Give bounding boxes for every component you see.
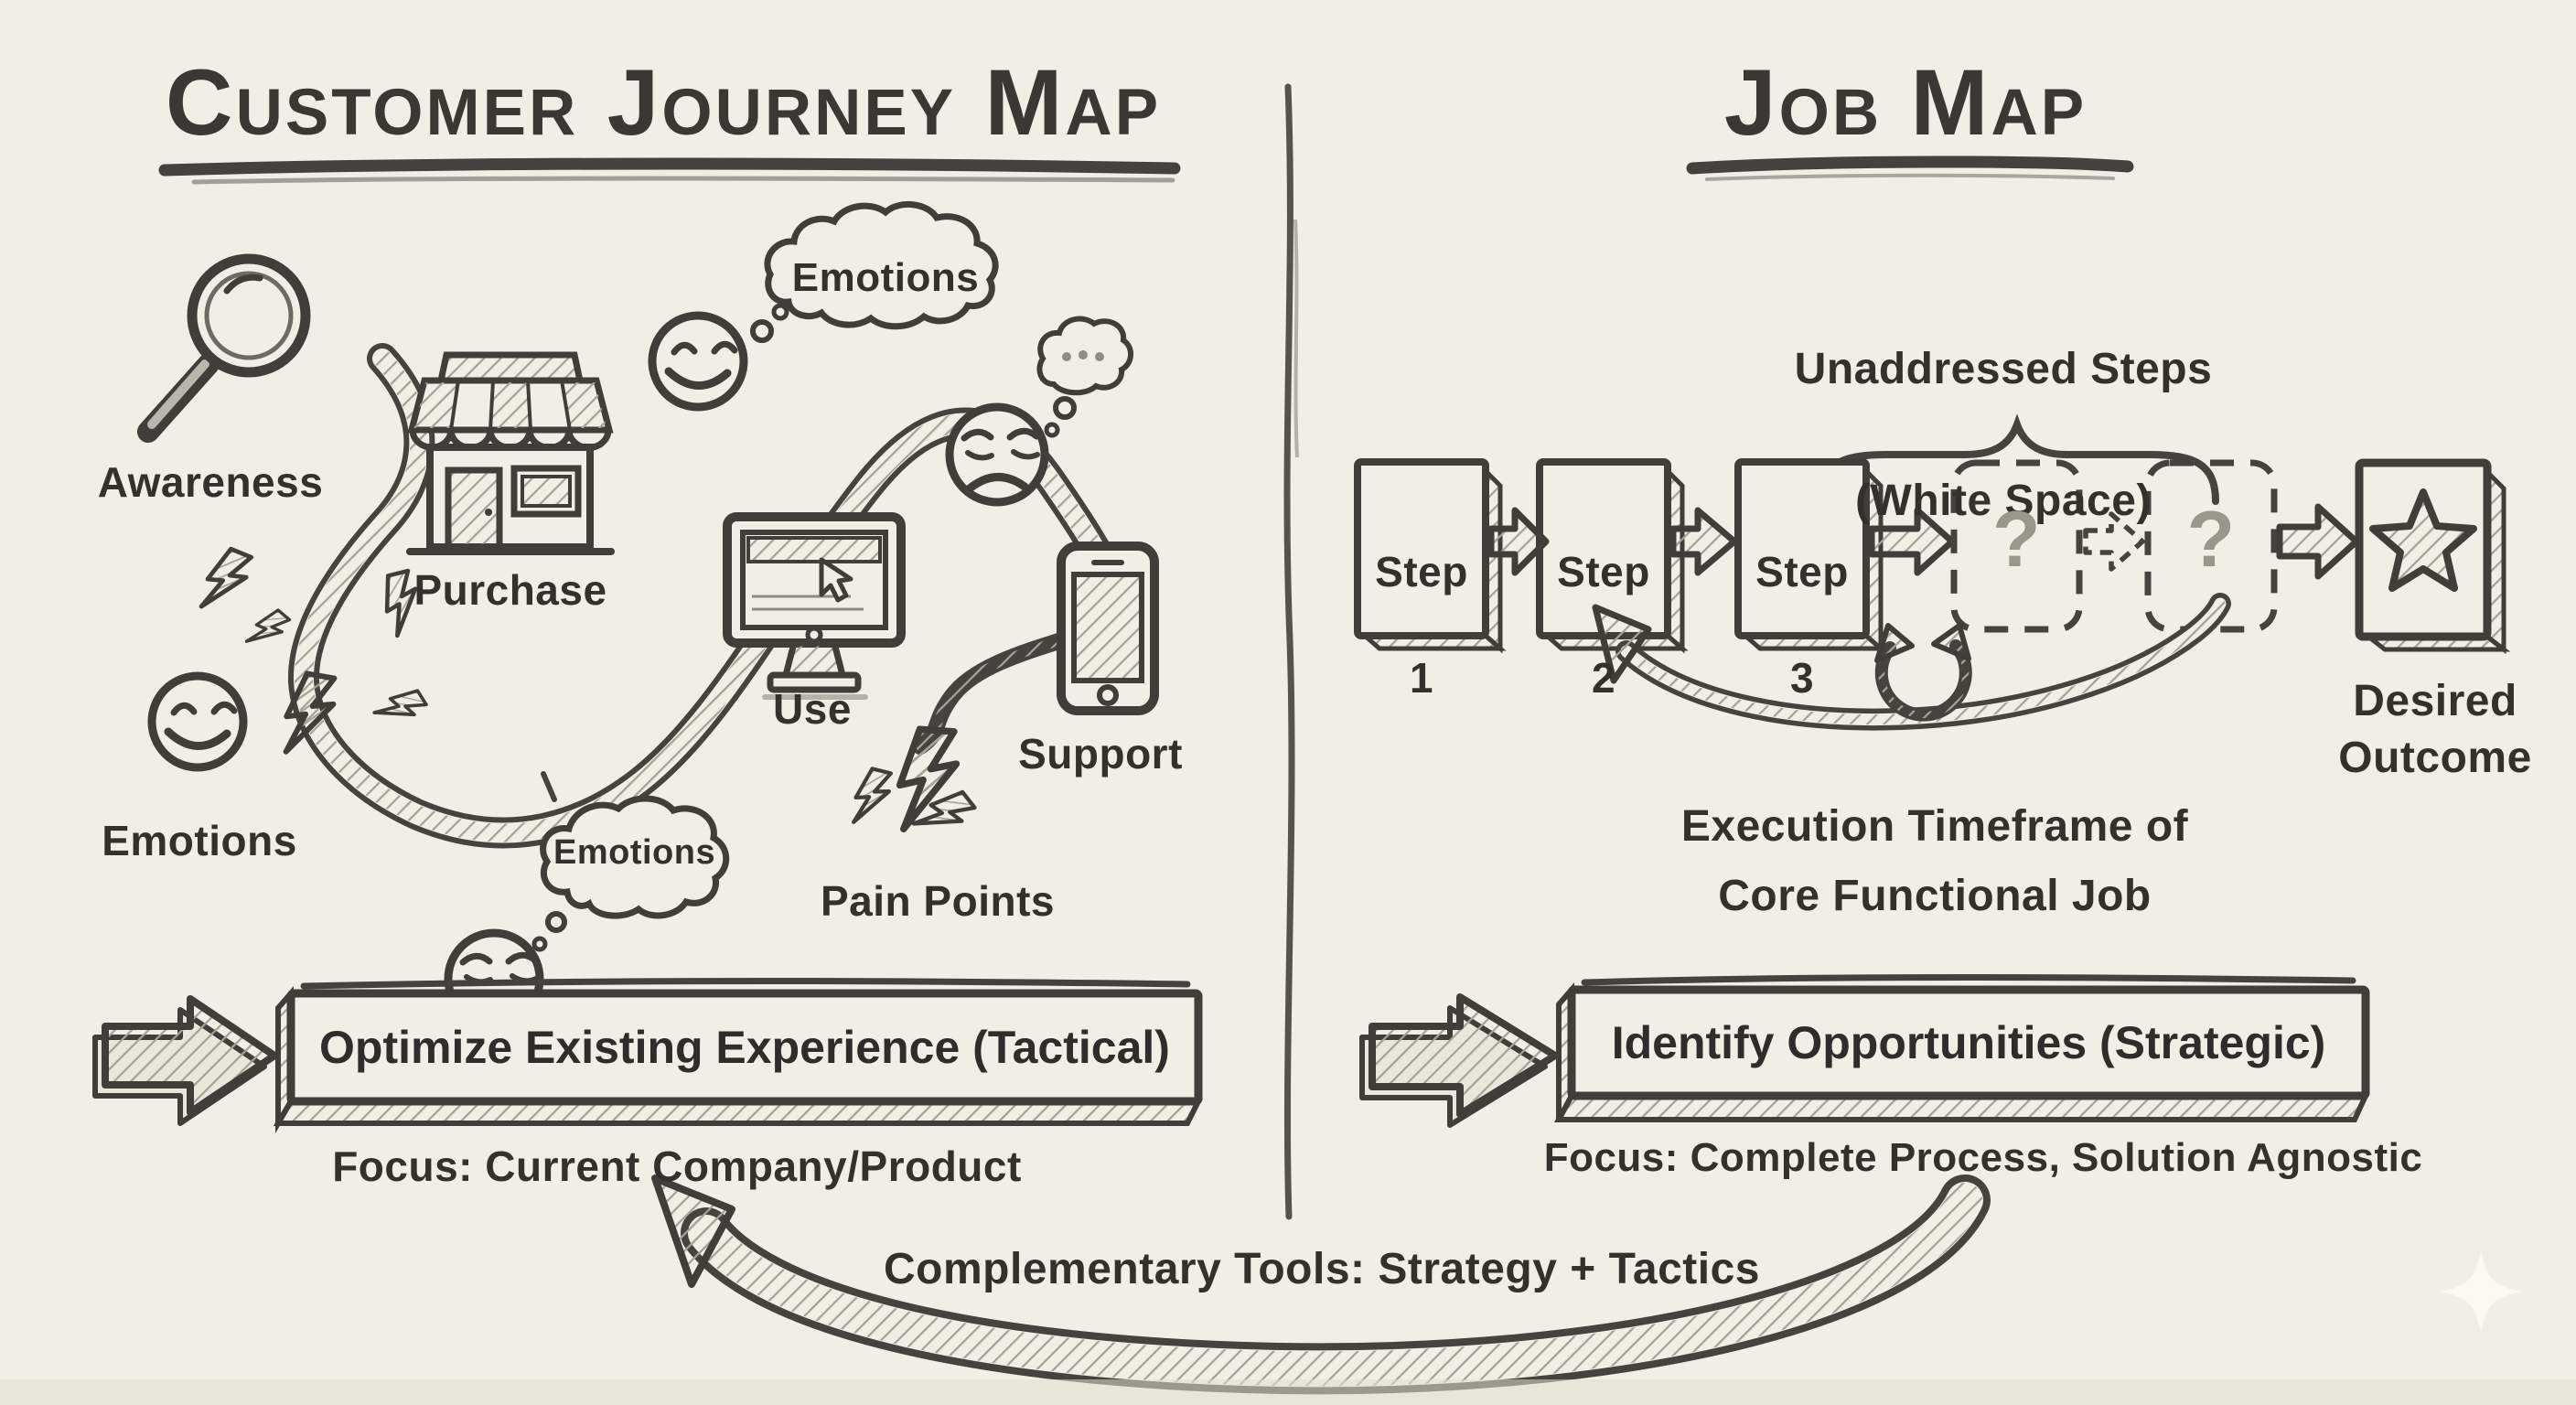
stage-label-support: Support bbox=[1018, 730, 1183, 778]
left-panel-title: Customer Journey Map bbox=[165, 50, 1162, 155]
execution-timeframe-arrow bbox=[1592, 593, 2231, 731]
thought-bubble-dots-icon bbox=[1036, 316, 1133, 438]
optimize-box-label: Optimize Existing Experience (Tactical) bbox=[319, 1022, 1170, 1073]
complementary-tools-text: Complementary Tools: Strategy + Tactics bbox=[884, 1245, 1760, 1293]
emotions-label-side: Emotions bbox=[102, 817, 297, 864]
thought-bubble-icon bbox=[750, 200, 999, 343]
complementary-arrow bbox=[651, 1174, 1991, 1395]
step-3-label: Step 3 bbox=[1738, 492, 1866, 757]
pain-points-label: Pain Points bbox=[821, 877, 1055, 925]
step-2-title: Step bbox=[1557, 548, 1650, 595]
step-3-title: Step bbox=[1755, 548, 1849, 595]
loop-arrow-icon bbox=[1874, 623, 1972, 722]
step-3-number: 3 bbox=[1789, 654, 1815, 702]
optimize-box bbox=[273, 978, 1203, 1134]
step-1-label: Step 1 bbox=[1358, 492, 1486, 757]
bottom-edge-shade bbox=[0, 1379, 2576, 1405]
emotions-label-middle: Emotions bbox=[553, 833, 716, 872]
unknown-step-2-mark: ? bbox=[2186, 496, 2236, 584]
right-panel-title: Job Map bbox=[1723, 50, 2088, 155]
lightning-bolt-icon bbox=[199, 546, 428, 755]
sad-face-icon bbox=[945, 402, 1049, 507]
dashed-arrow-icon bbox=[2083, 511, 2145, 572]
unknown-step-1-mark: ? bbox=[1991, 496, 2042, 584]
happy-face-icon bbox=[648, 311, 748, 412]
identify-box-label: Identify Opportunities (Strategic) bbox=[1611, 1017, 2326, 1068]
stage-label-purchase: Purchase bbox=[413, 566, 607, 614]
title-underline-left bbox=[158, 157, 1181, 185]
smartphone-icon bbox=[1057, 542, 1159, 715]
optimize-focus-text: Focus: Current Company/Product bbox=[332, 1142, 1022, 1190]
step-1-title: Step bbox=[1375, 548, 1468, 595]
step-box-3 bbox=[1734, 458, 1887, 654]
step-arrow-icon bbox=[1487, 507, 1956, 576]
desired-outcome-label: Desired Outcome bbox=[2338, 677, 2532, 782]
white-space-note: Unaddressed Steps (White Space) bbox=[1788, 271, 2218, 600]
magnifying-glass-icon bbox=[137, 253, 311, 443]
step-box-1 bbox=[1354, 458, 1507, 654]
execution-note-text: Execution Timeframe of Core Functional J… bbox=[1680, 802, 2189, 920]
identify-box bbox=[1553, 974, 2370, 1122]
emotions-label-top: Emotions bbox=[791, 255, 980, 300]
sparkle-icon bbox=[2441, 1249, 2521, 1334]
identify-focus-text: Focus: Complete Process, Solution Agnost… bbox=[1543, 1135, 2423, 1180]
outcome-arrow-icon bbox=[2276, 503, 2360, 580]
white-space-note-line1: Unaddressed Steps bbox=[1794, 345, 2213, 393]
storefront-icon bbox=[406, 351, 615, 555]
happy-face-icon bbox=[147, 671, 248, 772]
thought-bubble-icon bbox=[531, 795, 730, 952]
title-underline-right bbox=[1686, 156, 2134, 181]
star-icon bbox=[2369, 488, 2477, 592]
white-space-note-line2: (White Space) bbox=[1855, 477, 2152, 525]
optimize-arrow-icon bbox=[92, 995, 278, 1126]
identify-arrow-icon bbox=[1359, 993, 1559, 1128]
desktop-monitor-icon bbox=[723, 512, 906, 700]
desired-outcome-box bbox=[2355, 458, 2511, 655]
panel-divider bbox=[1283, 83, 1299, 1220]
step-1-number: 1 bbox=[1409, 654, 1434, 702]
pain-points-bolts-icon bbox=[852, 725, 977, 833]
unknown-step-box bbox=[1950, 459, 2278, 633]
step-2-label: Step 2 bbox=[1540, 492, 1668, 757]
step-2-number: 2 bbox=[1591, 654, 1616, 702]
stage-label-use: Use bbox=[773, 685, 852, 733]
stage-label-awareness: Awareness bbox=[97, 458, 324, 506]
